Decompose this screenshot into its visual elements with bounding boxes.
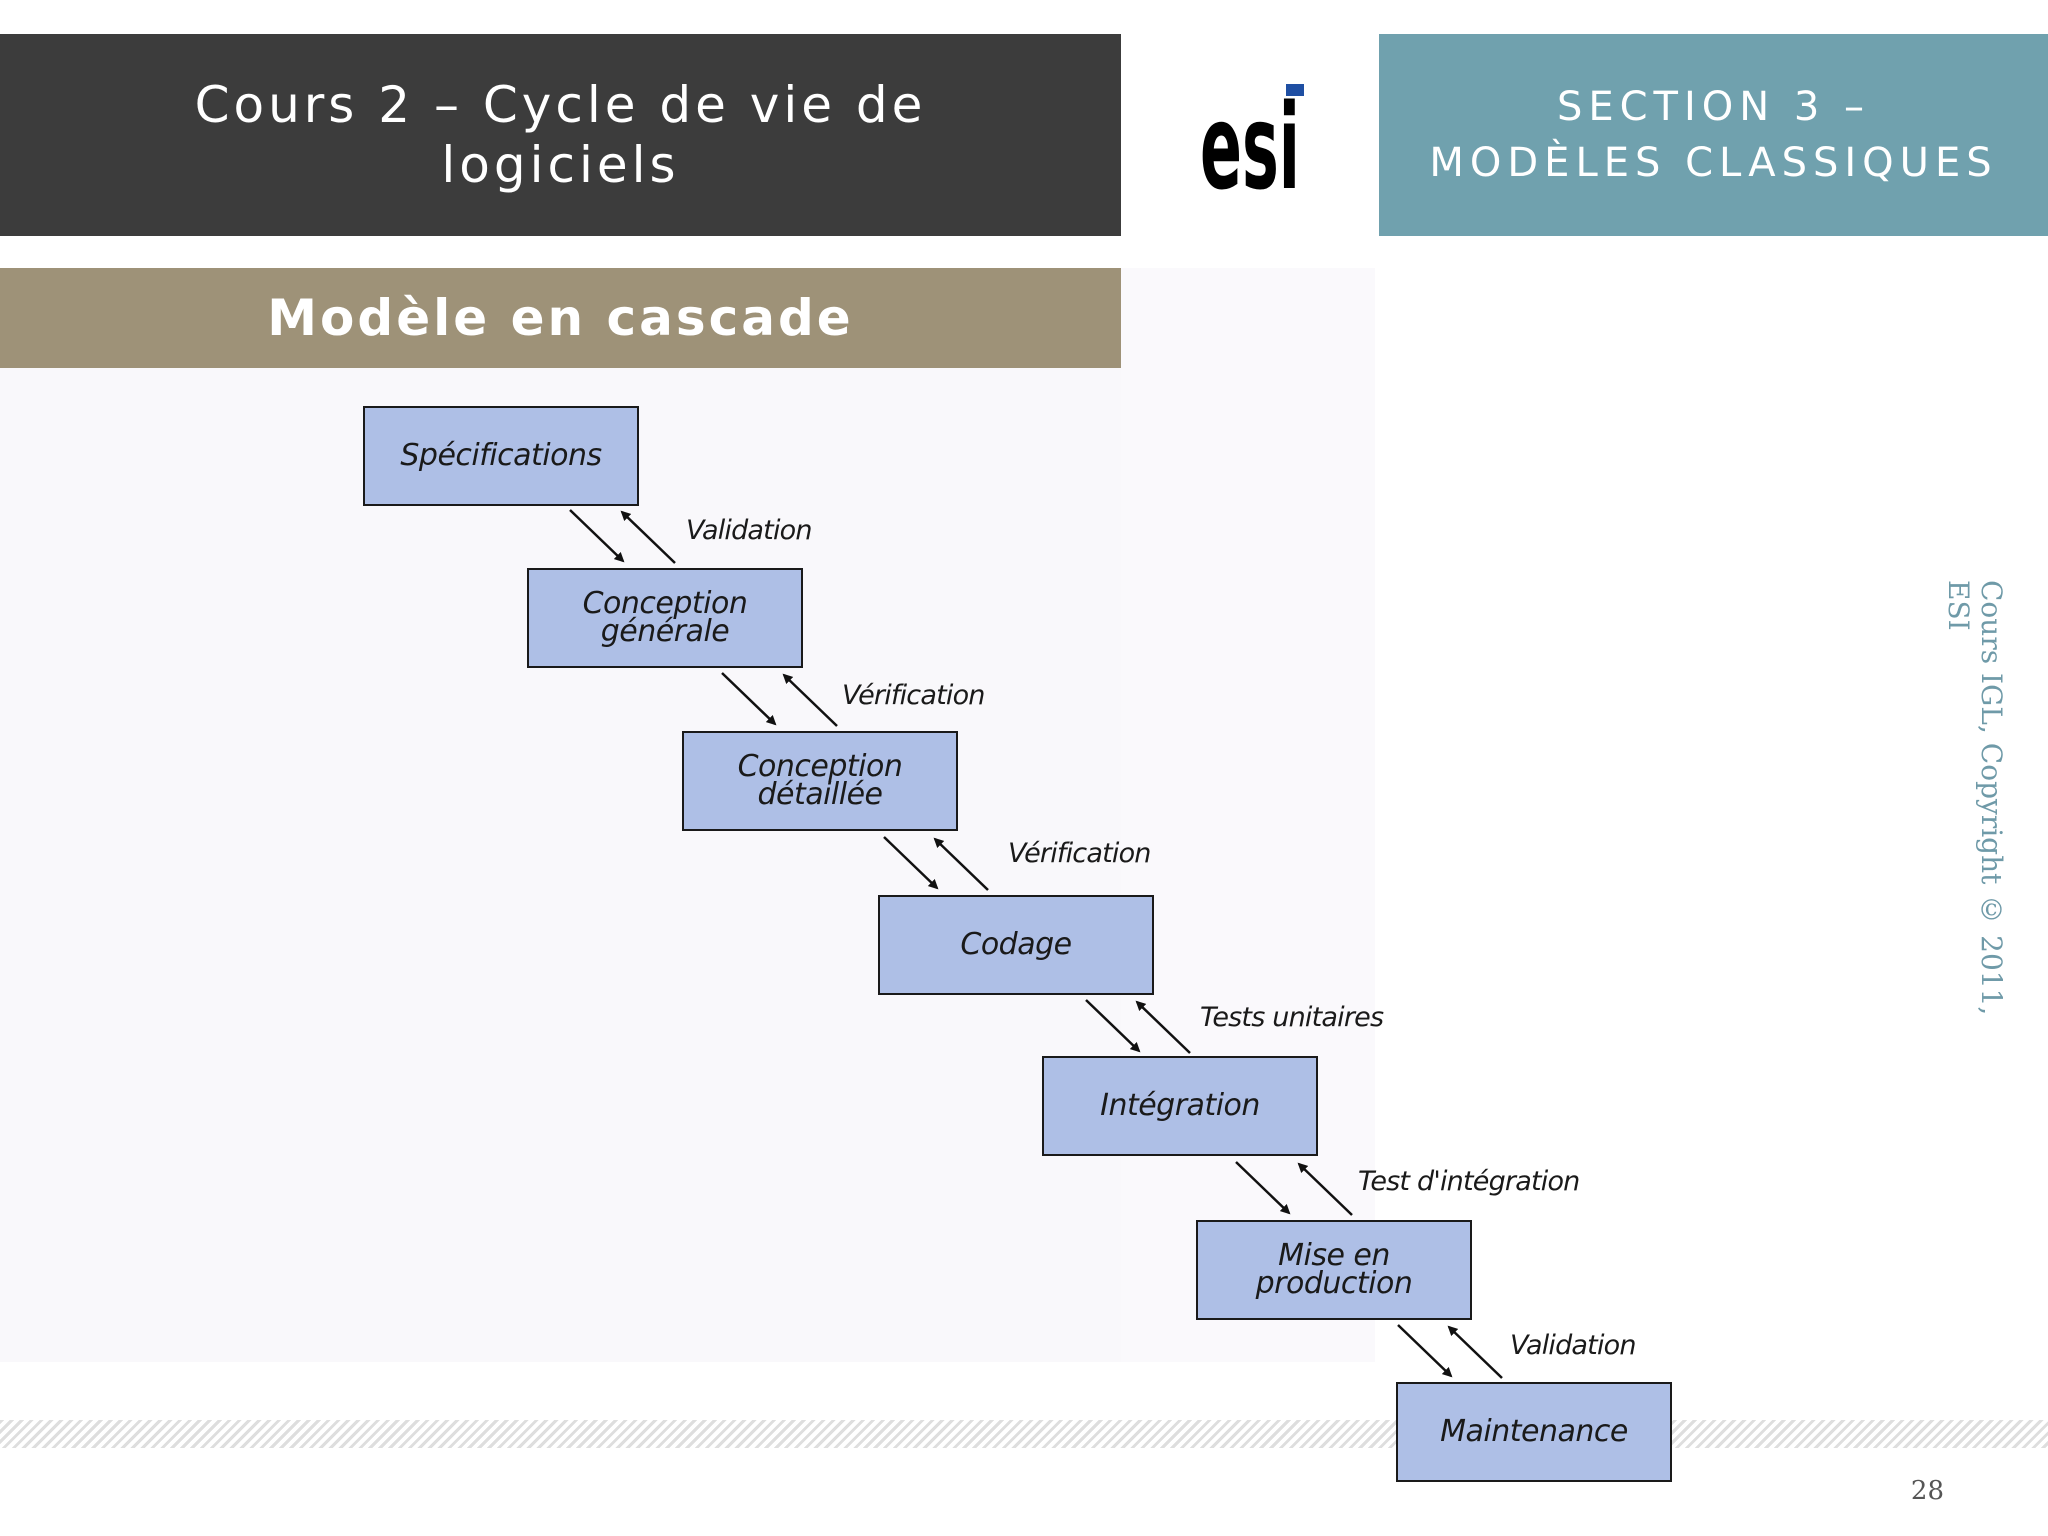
transition-label-1: Validation xyxy=(686,515,813,546)
footer-stripe xyxy=(0,1420,2048,1448)
up-arrow-2 xyxy=(782,673,838,727)
transition-label-5: Test d'intégration xyxy=(1358,1166,1580,1197)
up-arrow-5 xyxy=(1297,1162,1353,1216)
transition-label-3: Vérification xyxy=(1008,838,1151,869)
up-arrow-6 xyxy=(1447,1325,1503,1379)
slide-subtitle: Modèle en cascade xyxy=(267,289,854,347)
page-number: 28 xyxy=(1910,1476,1944,1506)
down-arrow-1 xyxy=(569,509,625,563)
copyright-text: Cours IGL, Copyright © 2011, ESI xyxy=(1942,580,2008,1016)
logo-text: esi xyxy=(1200,80,1300,190)
step-box-conception-generale: Conception générale xyxy=(527,568,803,668)
up-arrow-3 xyxy=(933,837,989,891)
down-arrow-4 xyxy=(1085,999,1141,1053)
down-arrow-3 xyxy=(883,836,939,890)
course-title: Cours 2 – Cycle de vie de logiciels xyxy=(194,76,927,194)
step-box-integration: Intégration xyxy=(1042,1056,1318,1156)
up-arrow-4 xyxy=(1135,1000,1191,1054)
down-arrow-6 xyxy=(1397,1324,1453,1378)
down-arrow-2 xyxy=(721,672,777,726)
diagram-background-inner xyxy=(0,368,1121,1362)
step-box-specifications: Spécifications xyxy=(363,406,639,506)
section-title-banner: SECTION 3 – MODÈLES CLASSIQUES xyxy=(1379,34,2048,236)
up-arrow-1 xyxy=(620,510,676,564)
transition-label-6: Validation xyxy=(1510,1330,1637,1361)
step-box-codage: Codage xyxy=(878,895,1154,995)
step-box-maintenance: Maintenance xyxy=(1396,1382,1672,1482)
step-box-conception-detaillee: Conception détaillée xyxy=(682,731,958,831)
transition-label-4: Tests unitaires xyxy=(1200,1002,1384,1033)
esi-logo-icon: esi xyxy=(1200,80,1304,190)
transition-label-2: Vérification xyxy=(842,680,985,711)
section-title: SECTION 3 – MODÈLES CLASSIQUES xyxy=(1429,84,1998,186)
step-box-mise-en-production: Mise en production xyxy=(1196,1220,1472,1320)
slide-subtitle-banner: Modèle en cascade xyxy=(0,268,1121,368)
down-arrow-5 xyxy=(1235,1161,1291,1215)
course-title-banner: Cours 2 – Cycle de vie de logiciels xyxy=(0,34,1121,236)
